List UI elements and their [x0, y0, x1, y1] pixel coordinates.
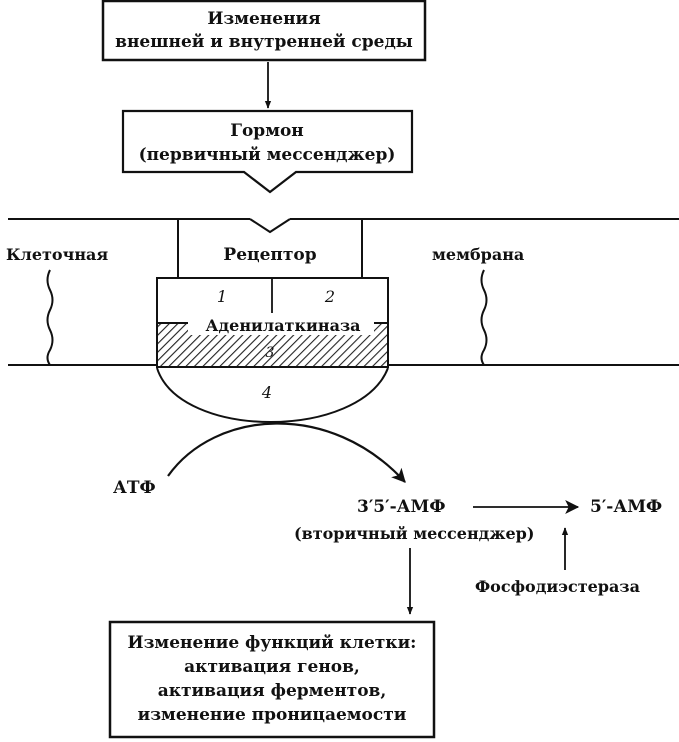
effects-line1: Изменение функций клетки:: [128, 633, 417, 653]
membrane-right-label: мембрана: [432, 245, 524, 264]
environment-change-line2: внешней и внутренней среды: [115, 32, 413, 52]
amp5-label: 5′-АМФ: [590, 497, 662, 517]
hormone-line2: (первичный мессенджер): [139, 145, 396, 165]
environment-change-box: Изменения внешней и внутренней среды: [101, 0, 427, 62]
effects-line4: изменение проницаемости: [138, 705, 407, 725]
atp-to-camp-arrow: [167, 422, 406, 483]
effects-line2: активация генов,: [184, 657, 360, 677]
cell-function-change-box: Изменение функций клетки: активация гено…: [108, 620, 436, 739]
subunit-3-label: 3: [266, 345, 275, 361]
cell-membrane: [8, 218, 679, 366]
camp-sublabel: (вторичный мессенджер): [294, 524, 534, 543]
membrane-left-label: Клеточная: [6, 245, 108, 264]
environment-change-line1: Изменения: [207, 9, 320, 29]
receptor-label: Рецептор: [223, 245, 316, 265]
subunit-1-label: 1: [217, 287, 227, 306]
enzyme-label: Аденилаткиназа: [205, 316, 360, 335]
subunit-4-label: 4: [261, 383, 272, 402]
receptor-enzyme-complex: [156, 277, 389, 423]
hormone-box: Гормон (первичный мессенджер): [121, 109, 414, 194]
subunit-2-label: 2: [324, 287, 335, 306]
atf-label: АТФ: [113, 478, 156, 498]
camp-label: 3′5′-АМФ: [357, 497, 445, 517]
phosphodiesterase-label: Фосфодиэстераза: [475, 577, 640, 596]
effects-line3: активация ферментов,: [158, 681, 387, 701]
hormone-line1: Гормон: [230, 121, 304, 141]
